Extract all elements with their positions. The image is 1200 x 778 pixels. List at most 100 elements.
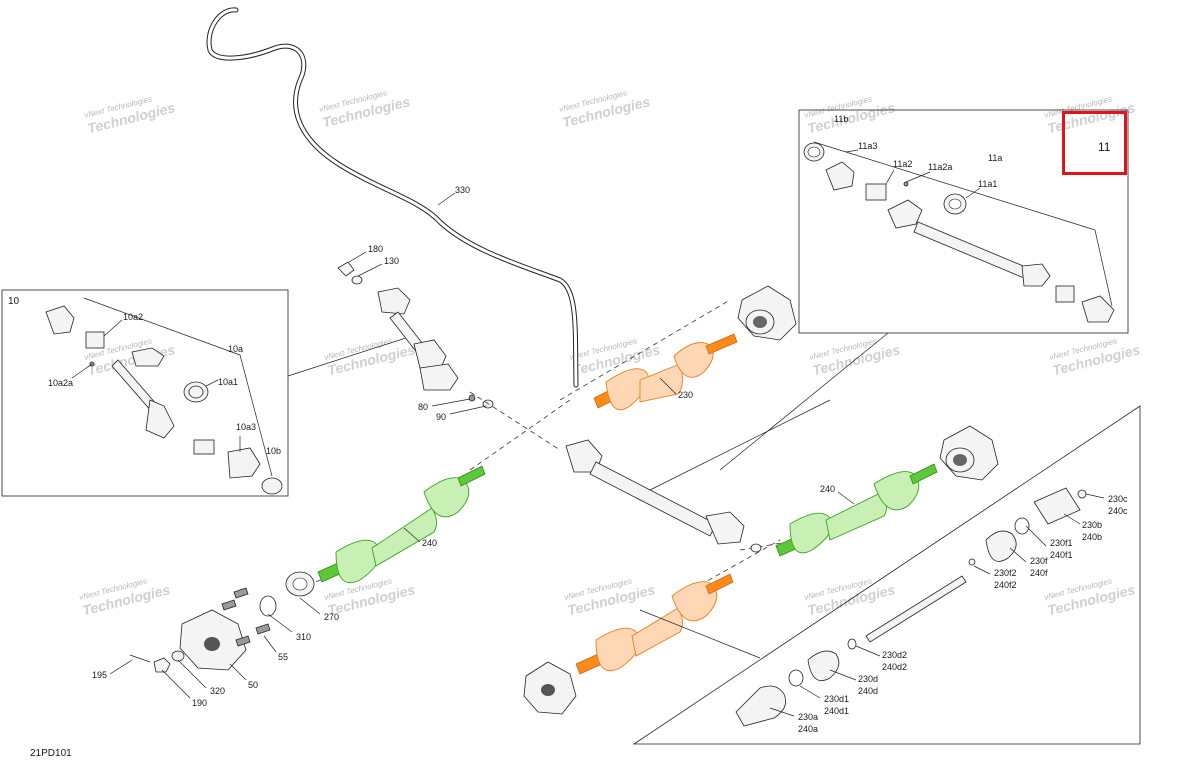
cv-axle-240-left[interactable] — [317, 465, 486, 584]
yoke-upper[interactable] — [131, 347, 165, 367]
bolt[interactable] — [235, 635, 251, 647]
cv-axle-240-right[interactable] — [775, 463, 938, 557]
wheel-hub-right[interactable] — [939, 425, 999, 481]
label-230c: 230c — [1108, 494, 1128, 504]
hub-bore — [204, 637, 220, 651]
leader-line — [1009, 547, 1027, 563]
leader-line — [649, 399, 831, 491]
washer-130[interactable] — [351, 275, 363, 285]
yoke-10a3[interactable] — [227, 447, 261, 479]
driveshaft-11a[interactable] — [913, 221, 1029, 279]
detail-box-11: 11b 11a3 11a2 11a2a 11a 11a1 — [719, 109, 1129, 471]
brake-cable-330[interactable] — [206, 7, 579, 388]
leader-line — [437, 192, 456, 206]
leader-line — [239, 354, 273, 477]
leader-line — [1025, 525, 1047, 547]
leader-line — [885, 169, 895, 185]
box-id-10: 10 — [8, 296, 20, 307]
boot-230f[interactable] — [985, 530, 1017, 562]
leader-line — [813, 141, 1096, 231]
callout-80: 80 — [418, 402, 428, 412]
u-joint-cross-11a2[interactable] — [865, 183, 887, 201]
leader-line — [965, 187, 981, 199]
clamp-230d2[interactable] — [847, 638, 857, 650]
yoke-part[interactable] — [45, 305, 75, 335]
callout-310: 310 — [296, 632, 311, 642]
cv-axle-230-lower[interactable] — [575, 573, 734, 675]
axis-line — [469, 399, 571, 471]
stub-outer — [705, 333, 738, 355]
box-frame — [1, 289, 289, 497]
axle-bar — [639, 363, 683, 403]
axle-bar — [825, 491, 887, 541]
box-frame — [632, 405, 1141, 745]
yoke-upper[interactable] — [887, 199, 923, 229]
axle-shaft[interactable] — [865, 575, 967, 643]
yoke-11a3[interactable] — [825, 161, 855, 191]
bearing-bore — [292, 577, 308, 591]
wheel-hub-lower[interactable] — [523, 661, 577, 715]
cv-housing-230b[interactable] — [1033, 487, 1081, 525]
label-11a1: 11a1 — [978, 179, 997, 189]
cv-joint-230a[interactable] — [735, 685, 787, 727]
leader-line — [799, 685, 821, 699]
washer-320[interactable] — [171, 650, 185, 662]
wheel-hub-upper[interactable] — [737, 285, 797, 341]
propeller-shaft[interactable] — [565, 439, 762, 553]
yoke-lower[interactable] — [1021, 263, 1051, 287]
leader-line — [855, 645, 881, 657]
cotter-pin-195[interactable] — [129, 654, 151, 663]
yoke-lower[interactable] — [419, 363, 459, 391]
diagram-code: 21PD101 — [30, 748, 72, 759]
label-230d2: 230d2 — [882, 650, 907, 660]
washer — [750, 543, 762, 553]
label-240c: 240c — [1108, 506, 1128, 516]
bolt-80[interactable] — [468, 394, 476, 402]
cv-axle-230-upper[interactable] — [593, 333, 738, 411]
u-joint-cross-lower[interactable] — [193, 439, 215, 455]
callout-240-right: 240 — [820, 484, 835, 494]
leader-line — [1094, 229, 1113, 307]
circlip-230f1[interactable] — [1014, 517, 1030, 535]
seal-inner — [807, 146, 821, 158]
leader-line — [299, 597, 321, 615]
nut-180[interactable] — [337, 261, 355, 277]
yoke-lower[interactable] — [145, 399, 175, 439]
leader-line — [103, 319, 123, 337]
axle-bar — [371, 507, 437, 567]
bolt[interactable] — [233, 587, 249, 599]
label-10a1: 10a1 — [218, 377, 238, 387]
leader-line — [161, 669, 191, 699]
label-11a3: 11a3 — [858, 141, 877, 151]
label-240d: 240d — [858, 686, 878, 696]
clamp-230c[interactable] — [1077, 489, 1087, 499]
label-11b: 11b — [834, 114, 848, 124]
highlighted-callout-11[interactable] — [1062, 111, 1127, 175]
leader-line — [719, 332, 889, 471]
yoke-end[interactable] — [1081, 295, 1115, 323]
grease-fitting-11a2a[interactable] — [903, 181, 909, 187]
callout-270: 270 — [324, 612, 339, 622]
cv-joint-inner — [595, 627, 641, 672]
u-joint-cross-10a2[interactable] — [85, 331, 105, 349]
clamp-230f2[interactable] — [968, 558, 976, 566]
label-230b: 230b — [1082, 520, 1102, 530]
bolt-55[interactable] — [255, 623, 271, 635]
box-frame — [798, 109, 1129, 334]
callout-55: 55 — [278, 652, 288, 662]
yoke-middle[interactable] — [413, 339, 447, 371]
bolt[interactable] — [221, 599, 237, 611]
callout-130: 130 — [384, 256, 399, 266]
boot-230d[interactable] — [807, 650, 840, 682]
nut-190[interactable] — [153, 657, 171, 673]
bearing-bore — [753, 316, 767, 328]
callout-50: 50 — [248, 680, 258, 690]
u-joint-cross-lower[interactable] — [1055, 285, 1075, 303]
yoke-upper[interactable] — [377, 287, 411, 315]
circlip-230d1[interactable] — [788, 669, 804, 687]
callout-230: 230 — [678, 390, 693, 400]
axis-line — [699, 539, 781, 586]
bushing-10b[interactable] — [261, 477, 283, 495]
label-11a2a: 11a2a — [928, 162, 952, 172]
circlip-310[interactable] — [259, 595, 277, 617]
